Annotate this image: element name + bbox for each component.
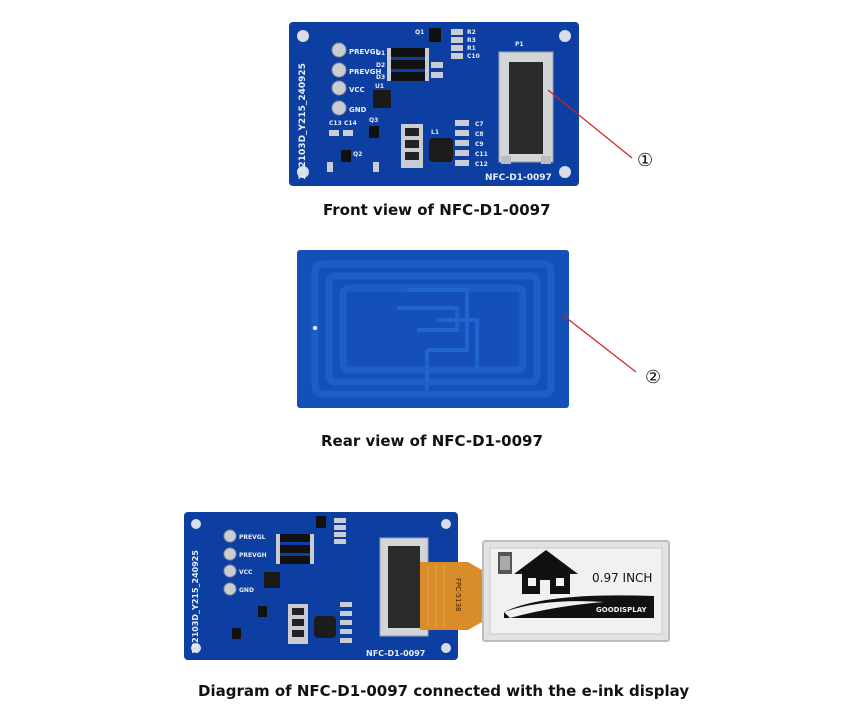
board-model-label: NFC-D1-0097 — [485, 173, 552, 183]
board-model-label: NFC-D1-0097 — [366, 649, 425, 658]
pin-label: PREVGL — [349, 48, 380, 56]
capacitor-column — [455, 120, 469, 166]
component-label: R3 — [467, 37, 476, 44]
eink-display: 0.97 INCH GOODISPLAY — [482, 540, 670, 642]
pin-label: VCC — [349, 86, 365, 94]
component-label: P1 — [515, 41, 524, 48]
component-label: L1 — [431, 129, 439, 136]
component-label: C10 — [467, 53, 480, 60]
component-label: C9 — [475, 141, 484, 148]
component-label: C8 — [475, 131, 484, 138]
component-label: Q2 — [353, 151, 362, 158]
leader-line-1 — [547, 89, 633, 159]
rear-board — [297, 250, 569, 408]
pin-label: VCC — [239, 569, 253, 576]
pin-label: GND — [239, 587, 254, 594]
component-label: R1 — [467, 45, 476, 52]
marker-2: ② — [645, 367, 662, 388]
board-serial: 122103D_Y215_240925 — [298, 63, 308, 180]
pin-label: PREVGH — [349, 68, 381, 76]
component-label: Q3 — [369, 117, 378, 124]
display-size-text: 0.97 INCH — [592, 571, 652, 585]
caption-front-view: Front view of NFC-D1-0097 — [323, 201, 551, 219]
eink-screen: 0.97 INCH GOODISPLAY — [489, 547, 663, 635]
component-label: C12 — [475, 161, 488, 168]
component-label: C14 — [344, 120, 357, 127]
caption-connected-diagram: Diagram of NFC-D1-0097 connected with th… — [198, 682, 690, 700]
component-label: C7 — [475, 121, 484, 128]
marker-1: ① — [637, 150, 654, 171]
fpc-connector — [498, 51, 554, 164]
component-label: D2 — [376, 62, 385, 69]
pin-label: GND — [349, 106, 367, 114]
component-label: D3 — [376, 74, 385, 81]
component-label: D1 — [376, 50, 385, 57]
component-label: C13 — [329, 120, 342, 127]
component-label: C11 — [475, 151, 488, 158]
component-label: Q1 — [415, 29, 424, 36]
component-label: U1 — [375, 83, 384, 90]
leader-line-2 — [563, 315, 637, 373]
caption-rear-view: Rear view of NFC-D1-0097 — [321, 432, 543, 450]
display-brand-text: GOODISPLAY — [596, 606, 647, 614]
flex-cable: FPC-5138 — [420, 562, 482, 630]
resistor-column — [431, 29, 463, 78]
pin-label: PREVGL — [239, 534, 266, 541]
component-label: R2 — [467, 29, 476, 36]
front-board: PREVGL PREVGH VCC GND D1 D2 D3 Q1 R2 R3 … — [289, 22, 579, 186]
connected-board: PREVGL PREVGH VCC GND 122103D_Y215_24092… — [184, 512, 458, 660]
pin-label: PREVGH — [239, 552, 267, 559]
flex-label: FPC-5138 — [454, 578, 462, 611]
board-serial: 122103D_Y215_240925 — [191, 550, 200, 654]
diode-array — [387, 48, 429, 81]
house-icon — [514, 550, 578, 594]
pin-pads — [331, 42, 347, 116]
